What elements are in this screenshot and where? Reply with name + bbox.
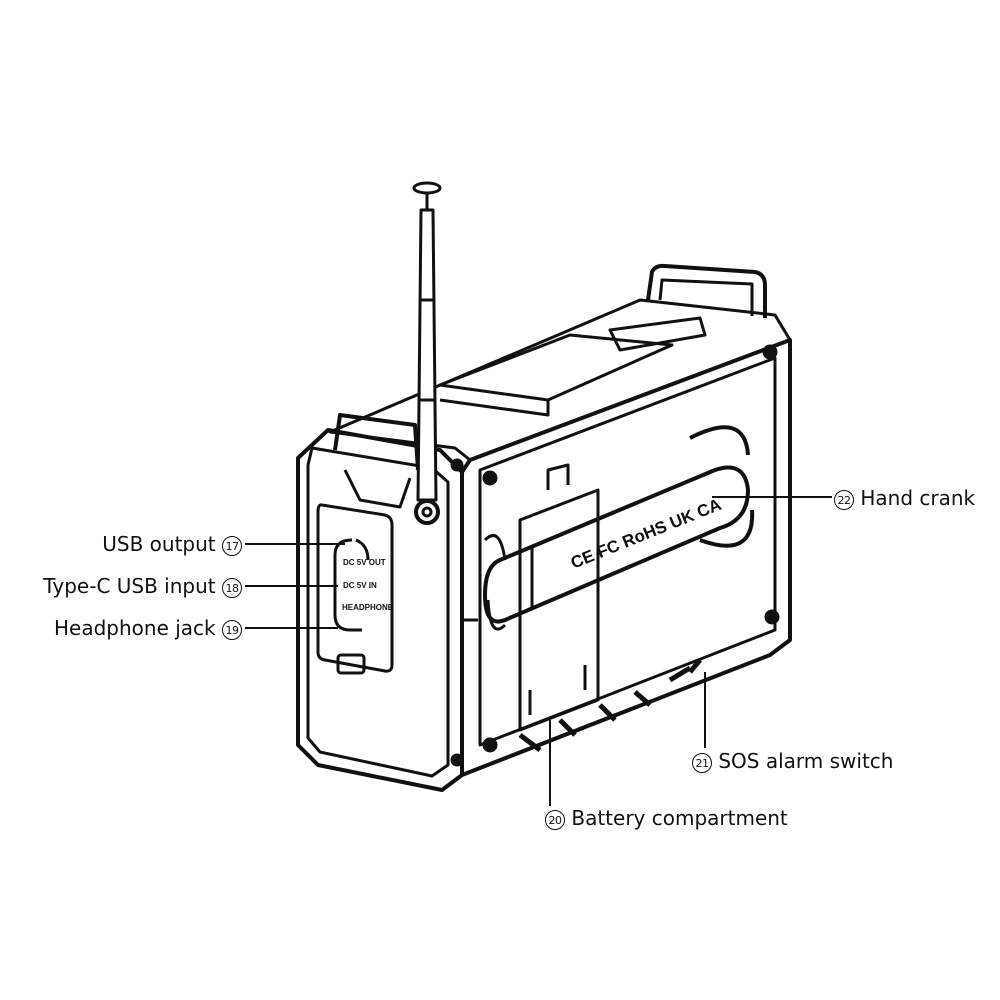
callout-number: 21 — [692, 752, 712, 773]
carry-handle — [646, 263, 767, 318]
callout-number: 17 — [222, 535, 242, 556]
antenna — [412, 181, 442, 525]
callout-battery-compartment: 20 Battery compartment — [545, 806, 788, 830]
callout-sos-switch: 21 SOS alarm switch — [692, 749, 893, 773]
sos-switch-area — [518, 658, 702, 752]
callout-number: 22 — [834, 489, 854, 510]
port-label-usb-in: DC 5V IN — [343, 581, 377, 590]
callout-type-c-input: Type-C USB input 18 — [43, 574, 242, 598]
battery-door — [518, 488, 600, 732]
hand-crank — [483, 465, 750, 624]
end-panel — [296, 428, 464, 792]
callout-number: 18 — [222, 577, 242, 598]
callout-number: 19 — [222, 619, 242, 640]
port-label-usb-out: DC 5V OUT — [343, 558, 386, 567]
port-cover — [316, 503, 394, 673]
callout-usb-output: USB output 17 — [102, 532, 242, 556]
front-panel — [460, 338, 792, 777]
callout-headphone-jack: Headphone jack 19 — [54, 616, 242, 640]
display-window — [438, 333, 674, 402]
callout-hand-crank: 22 Hand crank — [834, 486, 975, 510]
callout-number: 20 — [545, 809, 565, 830]
port-label-headphone: HEADPHONE — [342, 603, 394, 612]
